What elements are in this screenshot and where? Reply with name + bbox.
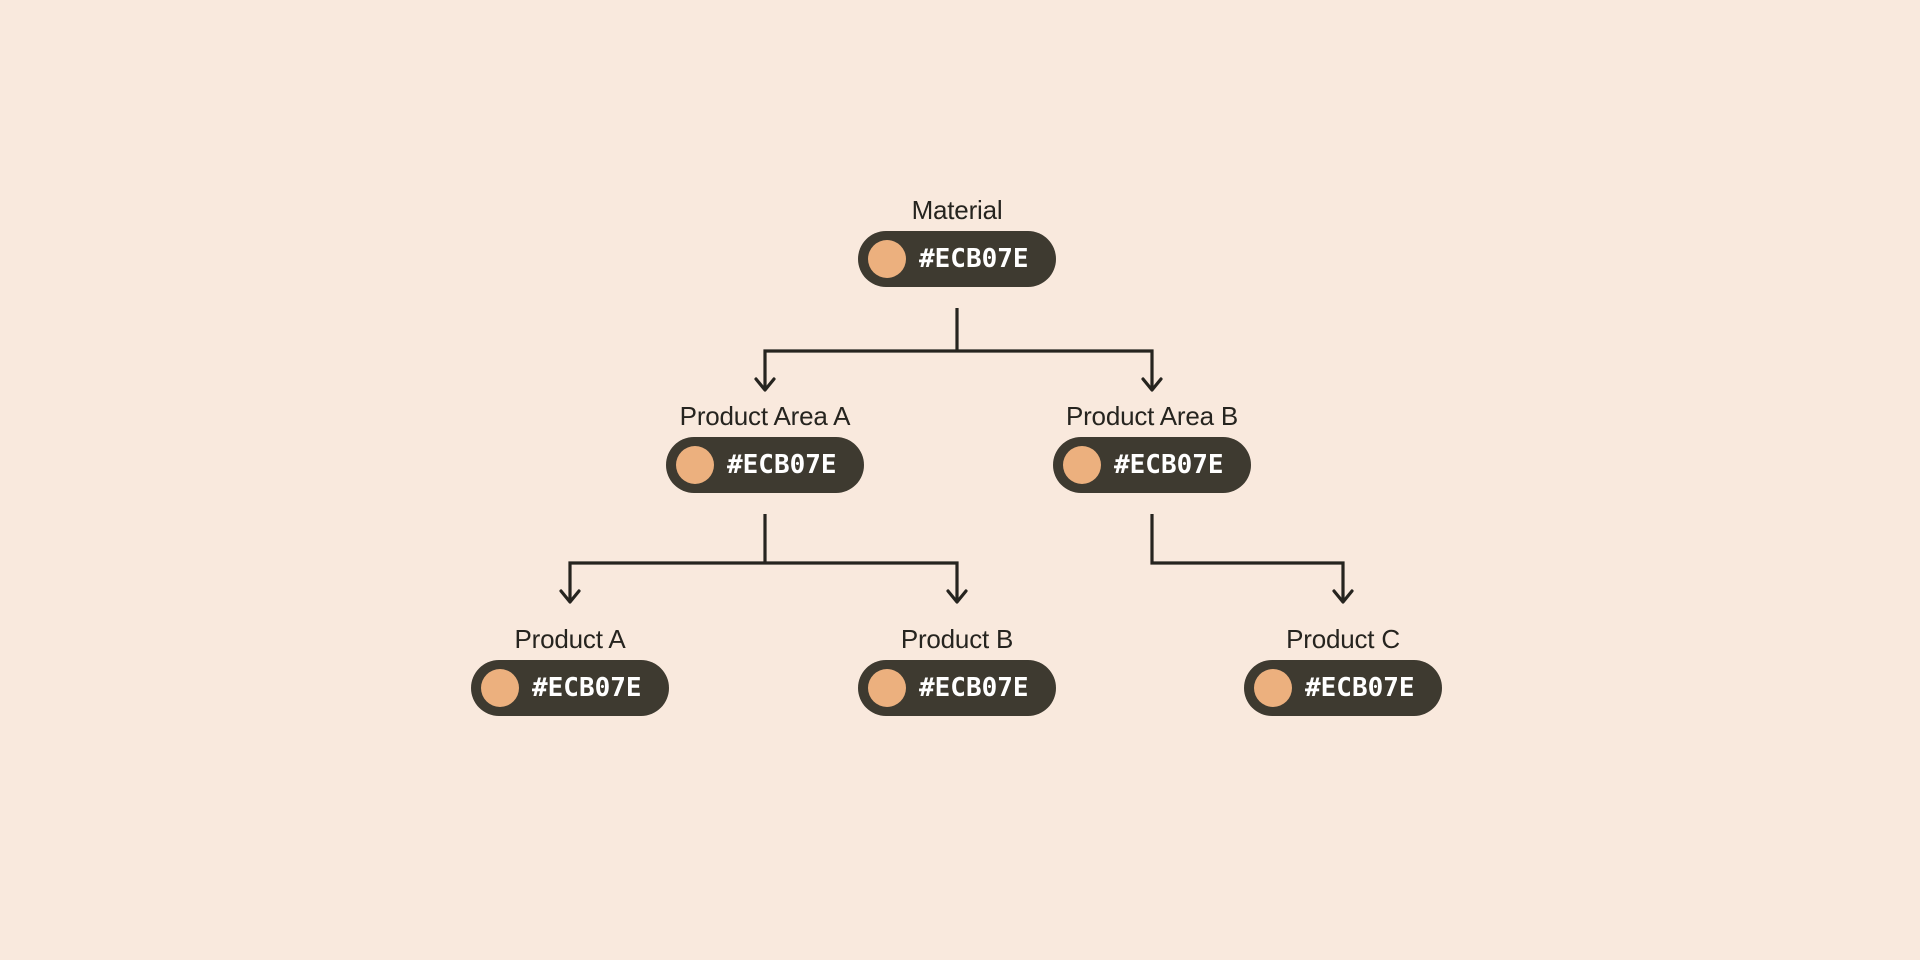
color-swatch — [1254, 669, 1292, 707]
hex-value: #ECB07E — [1114, 450, 1224, 480]
color-swatch — [868, 240, 906, 278]
node-label: Product B — [900, 624, 1014, 654]
node-label: Material — [911, 195, 1003, 225]
arrowhead-product-area-a — [754, 377, 776, 392]
color-chip: #ECB07E — [1244, 660, 1442, 716]
hex-value: #ECB07E — [919, 673, 1029, 703]
node-label: Product C — [1286, 624, 1400, 654]
node-label: Product Area A — [679, 401, 851, 431]
color-chip: #ECB07E — [471, 660, 669, 716]
arrowhead-product-area-b — [1141, 377, 1163, 392]
hex-value: #ECB07E — [532, 673, 642, 703]
color-swatch — [481, 669, 519, 707]
node-product-area-b: Product Area B #ECB07E — [1022, 400, 1282, 493]
hex-value: #ECB07E — [1305, 673, 1415, 703]
color-chip: #ECB07E — [1053, 437, 1251, 493]
color-swatch — [676, 446, 714, 484]
arrowhead-product-b — [946, 589, 968, 604]
node-product-b: Product B #ECB07E — [827, 623, 1087, 716]
node-material: Material #ECB07E — [827, 194, 1087, 287]
hex-value: #ECB07E — [919, 244, 1029, 274]
color-swatch — [868, 669, 906, 707]
color-chip: #ECB07E — [666, 437, 864, 493]
arrowhead-product-c — [1332, 589, 1354, 604]
hex-value: #ECB07E — [727, 450, 837, 480]
arrowhead-product-a — [559, 589, 581, 604]
node-label: Product A — [514, 624, 626, 654]
node-product-a: Product A #ECB07E — [440, 623, 700, 716]
color-chip: #ECB07E — [858, 660, 1056, 716]
node-label: Product Area B — [1065, 401, 1239, 431]
node-product-area-a: Product Area A #ECB07E — [635, 400, 895, 493]
connector-area-a-rail — [568, 561, 959, 600]
connector-area-b-elbow — [1150, 514, 1345, 600]
color-swatch — [1063, 446, 1101, 484]
node-product-c: Product C #ECB07E — [1213, 623, 1473, 716]
connector-material-rail — [763, 349, 1154, 388]
color-chip: #ECB07E — [858, 231, 1056, 287]
